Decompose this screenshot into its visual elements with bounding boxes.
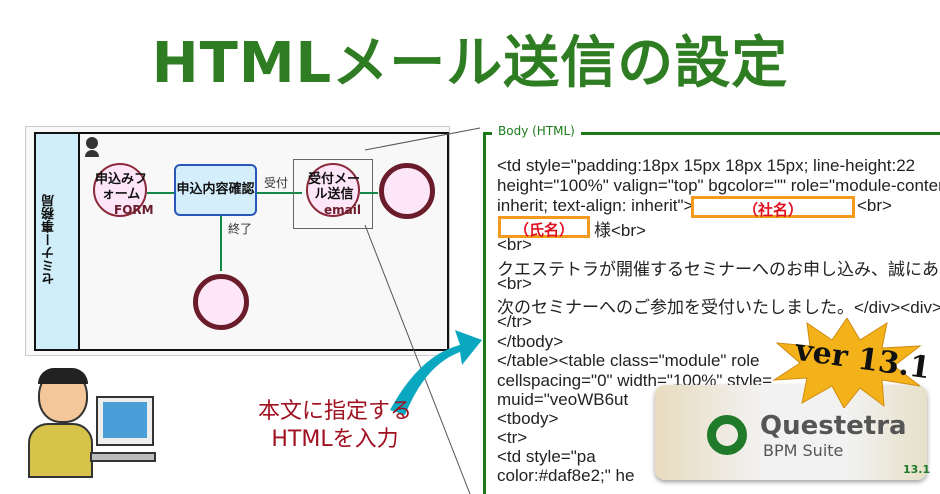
- person-at-computer-illustration: [28, 368, 158, 483]
- code-line: <td style="padding:18px 15px 18px 15px; …: [497, 156, 916, 175]
- questetra-q-icon: [707, 415, 747, 455]
- placeholder-name[interactable]: （氏名）: [498, 216, 590, 239]
- end-event[interactable]: [379, 163, 435, 219]
- placeholder-company[interactable]: （社名）: [691, 196, 855, 219]
- code-line: </tr>: [497, 312, 532, 331]
- code-line: </tbody>: [497, 332, 564, 351]
- mail-label: 受付メール送信: [307, 172, 360, 202]
- flow-arrow-accept: [257, 192, 302, 194]
- flow-arrow: [360, 192, 378, 194]
- curved-arrow-icon: [390, 330, 482, 415]
- code-line: <br>: [497, 235, 532, 254]
- logo-version: 13.1: [903, 463, 931, 476]
- form-label: 申込みフォーム: [94, 172, 147, 202]
- flow-label-end: 終了: [228, 222, 253, 236]
- flow-arrow: [147, 192, 175, 194]
- pool: セミナー事務局 申込みフォーム FORM 申込内容確認 受付 終了 受付メール送…: [34, 132, 449, 351]
- code-line: height="100%" valign="top" bgcolor="" ro…: [497, 176, 940, 195]
- logo-name: Questetra: [760, 411, 907, 441]
- task-label: 申込内容確認: [176, 182, 255, 197]
- code-line: <tbody>: [497, 409, 559, 428]
- end-event[interactable]: [193, 274, 249, 330]
- code-line: 次のセミナーへのご参加を受付いたしました。</div><div>: [497, 298, 940, 317]
- code-line: <td style="pa: [497, 447, 596, 466]
- code-line: クエステトラが開催するセミナーへのお申し込み、誠にあり: [497, 260, 940, 279]
- code-line: muid="veoWB6ut: [497, 390, 629, 409]
- flow-arrow-end: [220, 216, 222, 271]
- slide-title: HTMLメール送信の設定: [151, 31, 789, 96]
- form-badge: FORM: [114, 203, 154, 217]
- version-star-icon: [772, 318, 922, 408]
- html-body-editor[interactable]: [483, 132, 940, 494]
- annotation-line-1: 本文に指定する: [257, 399, 412, 424]
- mail-throw-event[interactable]: [306, 163, 360, 217]
- flow-label-accept: 受付: [264, 176, 289, 190]
- logo-subtitle: BPM Suite: [763, 441, 844, 460]
- annotation-line-2: HTMLを入力: [271, 427, 399, 452]
- selection-frame: [293, 159, 373, 229]
- task-box[interactable]: [174, 164, 257, 216]
- annotation-text: 本文に指定する HTMLを入力: [240, 398, 430, 454]
- swimlane-header: セミナー事務局: [36, 134, 80, 349]
- user-icon: [85, 137, 99, 157]
- editor-label: Body (HTML): [492, 124, 581, 138]
- code-line: <br>: [857, 196, 892, 215]
- code-line: </table><table class="module" role: [497, 351, 760, 370]
- process-diagram: セミナー事務局 申込みフォーム FORM 申込内容確認 受付 終了 受付メール送…: [25, 126, 450, 356]
- code-line: 様<br>: [594, 221, 646, 240]
- code-line: <br>: [497, 274, 532, 293]
- code-line: color:#daf8e2;" he: [497, 466, 635, 485]
- code-line: inherit; text-align: inherit">: [497, 196, 694, 215]
- mail-badge: email: [324, 203, 361, 217]
- code-line: <tr>: [497, 428, 528, 447]
- form-start-event[interactable]: [93, 163, 147, 217]
